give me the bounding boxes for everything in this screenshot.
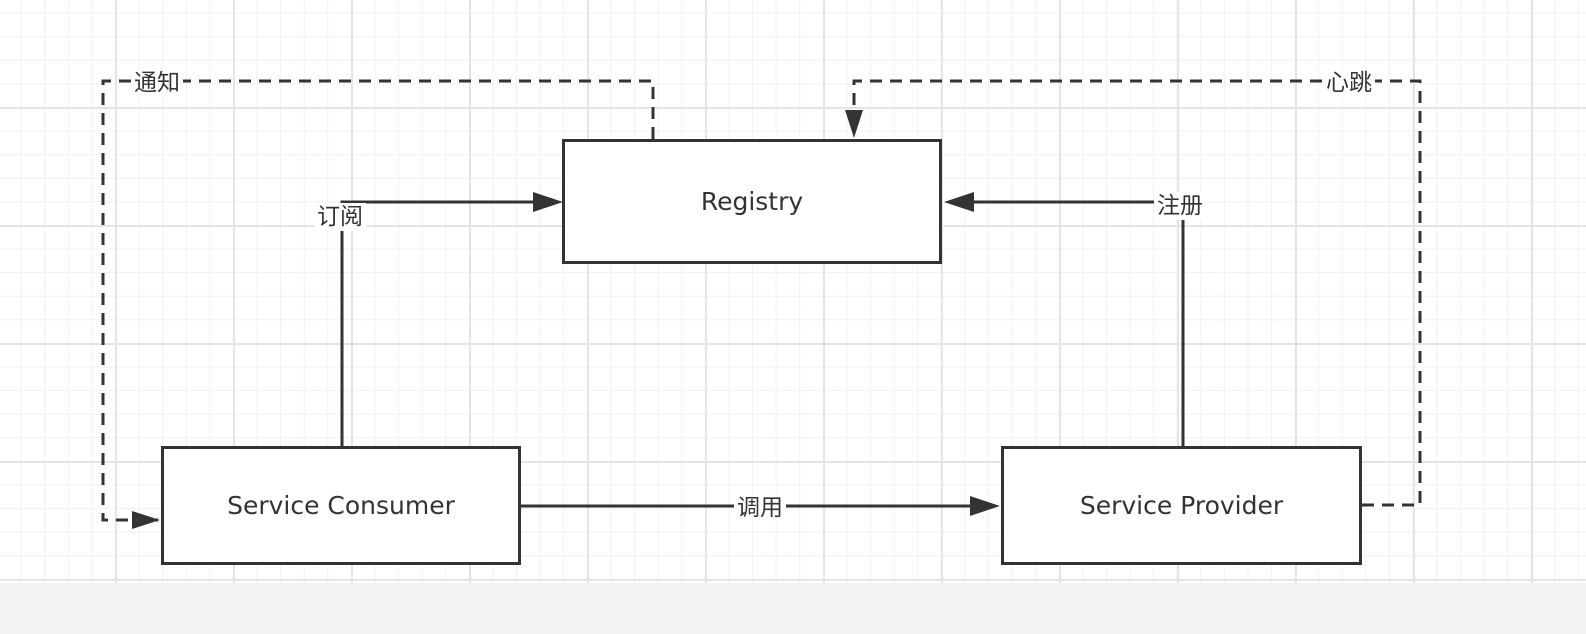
heartbeat-connector xyxy=(852,79,1422,507)
diagram-canvas: Registry Service Consumer Service Provid… xyxy=(0,0,1586,583)
notify-connector xyxy=(101,79,655,522)
bottom-strip xyxy=(0,583,1586,634)
invoke-edge-label: 调用 xyxy=(734,494,786,522)
service-consumer-node[interactable]: Service Consumer xyxy=(161,446,521,565)
service-provider-label: Service Provider xyxy=(1079,491,1284,520)
subscribe-connector xyxy=(340,200,535,446)
register-edge-label: 注册 xyxy=(1154,192,1206,220)
invoke-arrowhead xyxy=(970,496,1000,516)
heartbeat-edge-label: 心跳 xyxy=(1323,69,1375,97)
service-provider-node[interactable]: Service Provider xyxy=(1001,446,1362,565)
notify-edge-label: 通知 xyxy=(131,69,183,97)
subscribe-arrowhead xyxy=(533,192,563,212)
heartbeat-arrowhead xyxy=(845,110,863,138)
register-connector xyxy=(972,200,1185,446)
service-consumer-label: Service Consumer xyxy=(227,491,455,520)
notify-arrowhead xyxy=(132,511,160,529)
registry-node[interactable]: Registry xyxy=(562,139,942,264)
register-arrowhead xyxy=(944,192,974,212)
subscribe-edge-label: 订阅 xyxy=(314,203,366,231)
registry-label: Registry xyxy=(700,187,804,216)
